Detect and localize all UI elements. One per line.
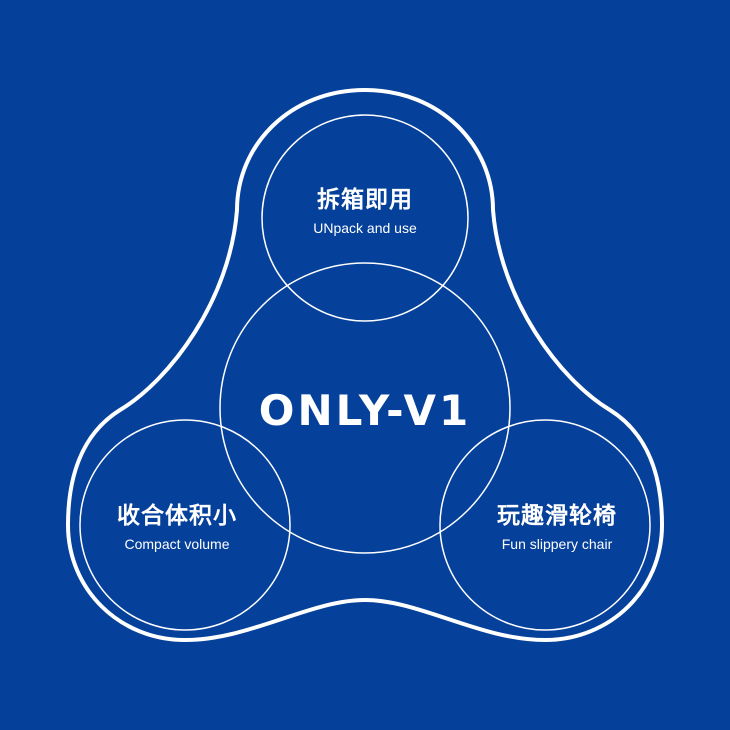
feature-fun-chair: 玩趣滑轮椅 Fun slippery chair bbox=[447, 496, 667, 552]
center-circle bbox=[219, 262, 511, 554]
feature-compact: 收合体积小 Compact volume bbox=[67, 496, 287, 552]
right-circle bbox=[439, 419, 651, 631]
left-circle bbox=[79, 419, 291, 631]
top-circle bbox=[261, 114, 469, 322]
product-title: ONLY-V1 bbox=[258, 386, 472, 435]
feature-unpack: 拆箱即用 UNpack and use bbox=[255, 180, 475, 236]
feature-cn: 玩趣滑轮椅 bbox=[497, 503, 617, 529]
outer-rounded-triangle-outline bbox=[65, 87, 665, 643]
feature-en: Compact volume bbox=[124, 536, 230, 552]
feature-en: UNpack and use bbox=[313, 220, 417, 236]
feature-en: Fun slippery chair bbox=[501, 536, 613, 552]
feature-cn: 拆箱即用 bbox=[317, 187, 413, 213]
feature-cn: 收合体积小 bbox=[117, 503, 237, 529]
